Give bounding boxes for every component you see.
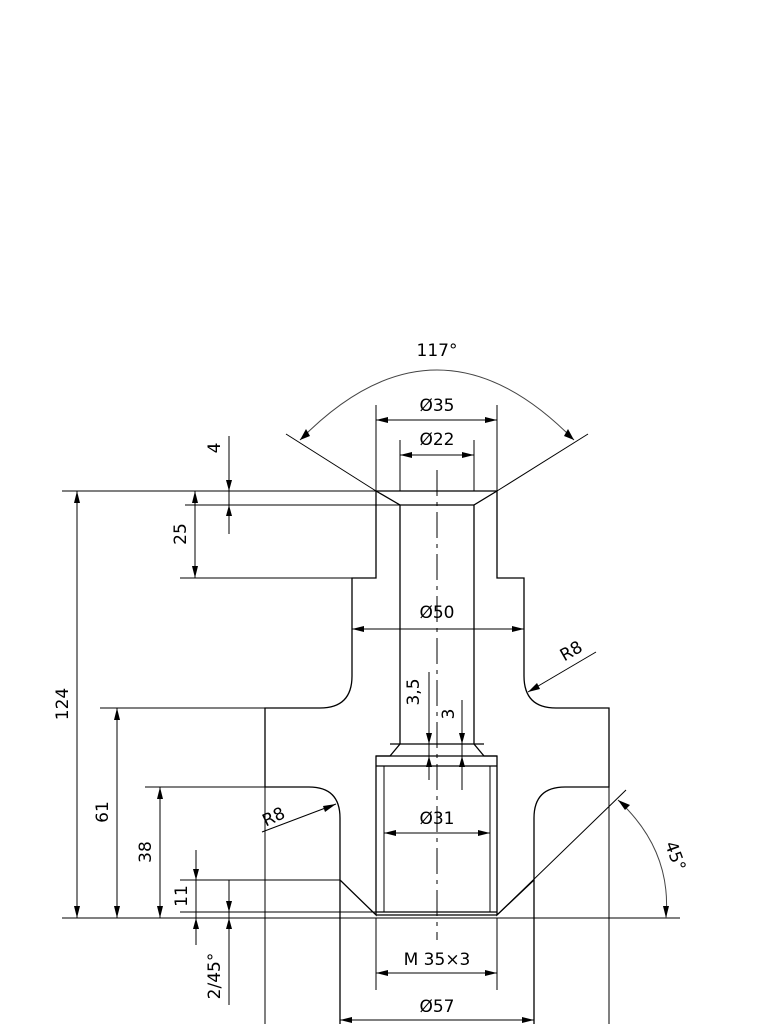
left-wall-section: [264, 489, 401, 917]
label-len-124: 124: [53, 688, 73, 720]
label-dia-57: Ø57: [419, 997, 454, 1017]
label-dia-22: Ø22: [419, 430, 454, 450]
label-angle-45: 45°: [660, 839, 689, 874]
label-dia-50: Ø50: [419, 603, 454, 623]
label-angle-117: 117°: [417, 341, 458, 361]
label-thread: M 35×3: [404, 950, 471, 970]
label-len-38: 38: [136, 841, 156, 863]
label-dia-31: Ø31: [419, 809, 454, 829]
label-radius-lower: R8: [259, 804, 288, 832]
dimension-labels: 117° Ø35 Ø22 4 25 Ø50 R8 124 3,5 3 61 R8…: [53, 341, 689, 1017]
label-dia-35: Ø35: [419, 396, 454, 416]
extension-lines: [62, 405, 680, 990]
label-len-61: 61: [93, 801, 113, 823]
label-len-4: 4: [205, 443, 225, 454]
label-len-3: 3: [439, 709, 459, 720]
label-len-25: 25: [171, 523, 191, 545]
label-len-11: 11: [172, 885, 192, 907]
label-chamfer: 2/45°: [205, 953, 225, 1000]
dimension-lines: [74, 369, 669, 1023]
label-len-3-5: 3,5: [404, 678, 424, 705]
right-wall-section: [473, 489, 610, 917]
label-radius-upper: R8: [557, 637, 587, 666]
